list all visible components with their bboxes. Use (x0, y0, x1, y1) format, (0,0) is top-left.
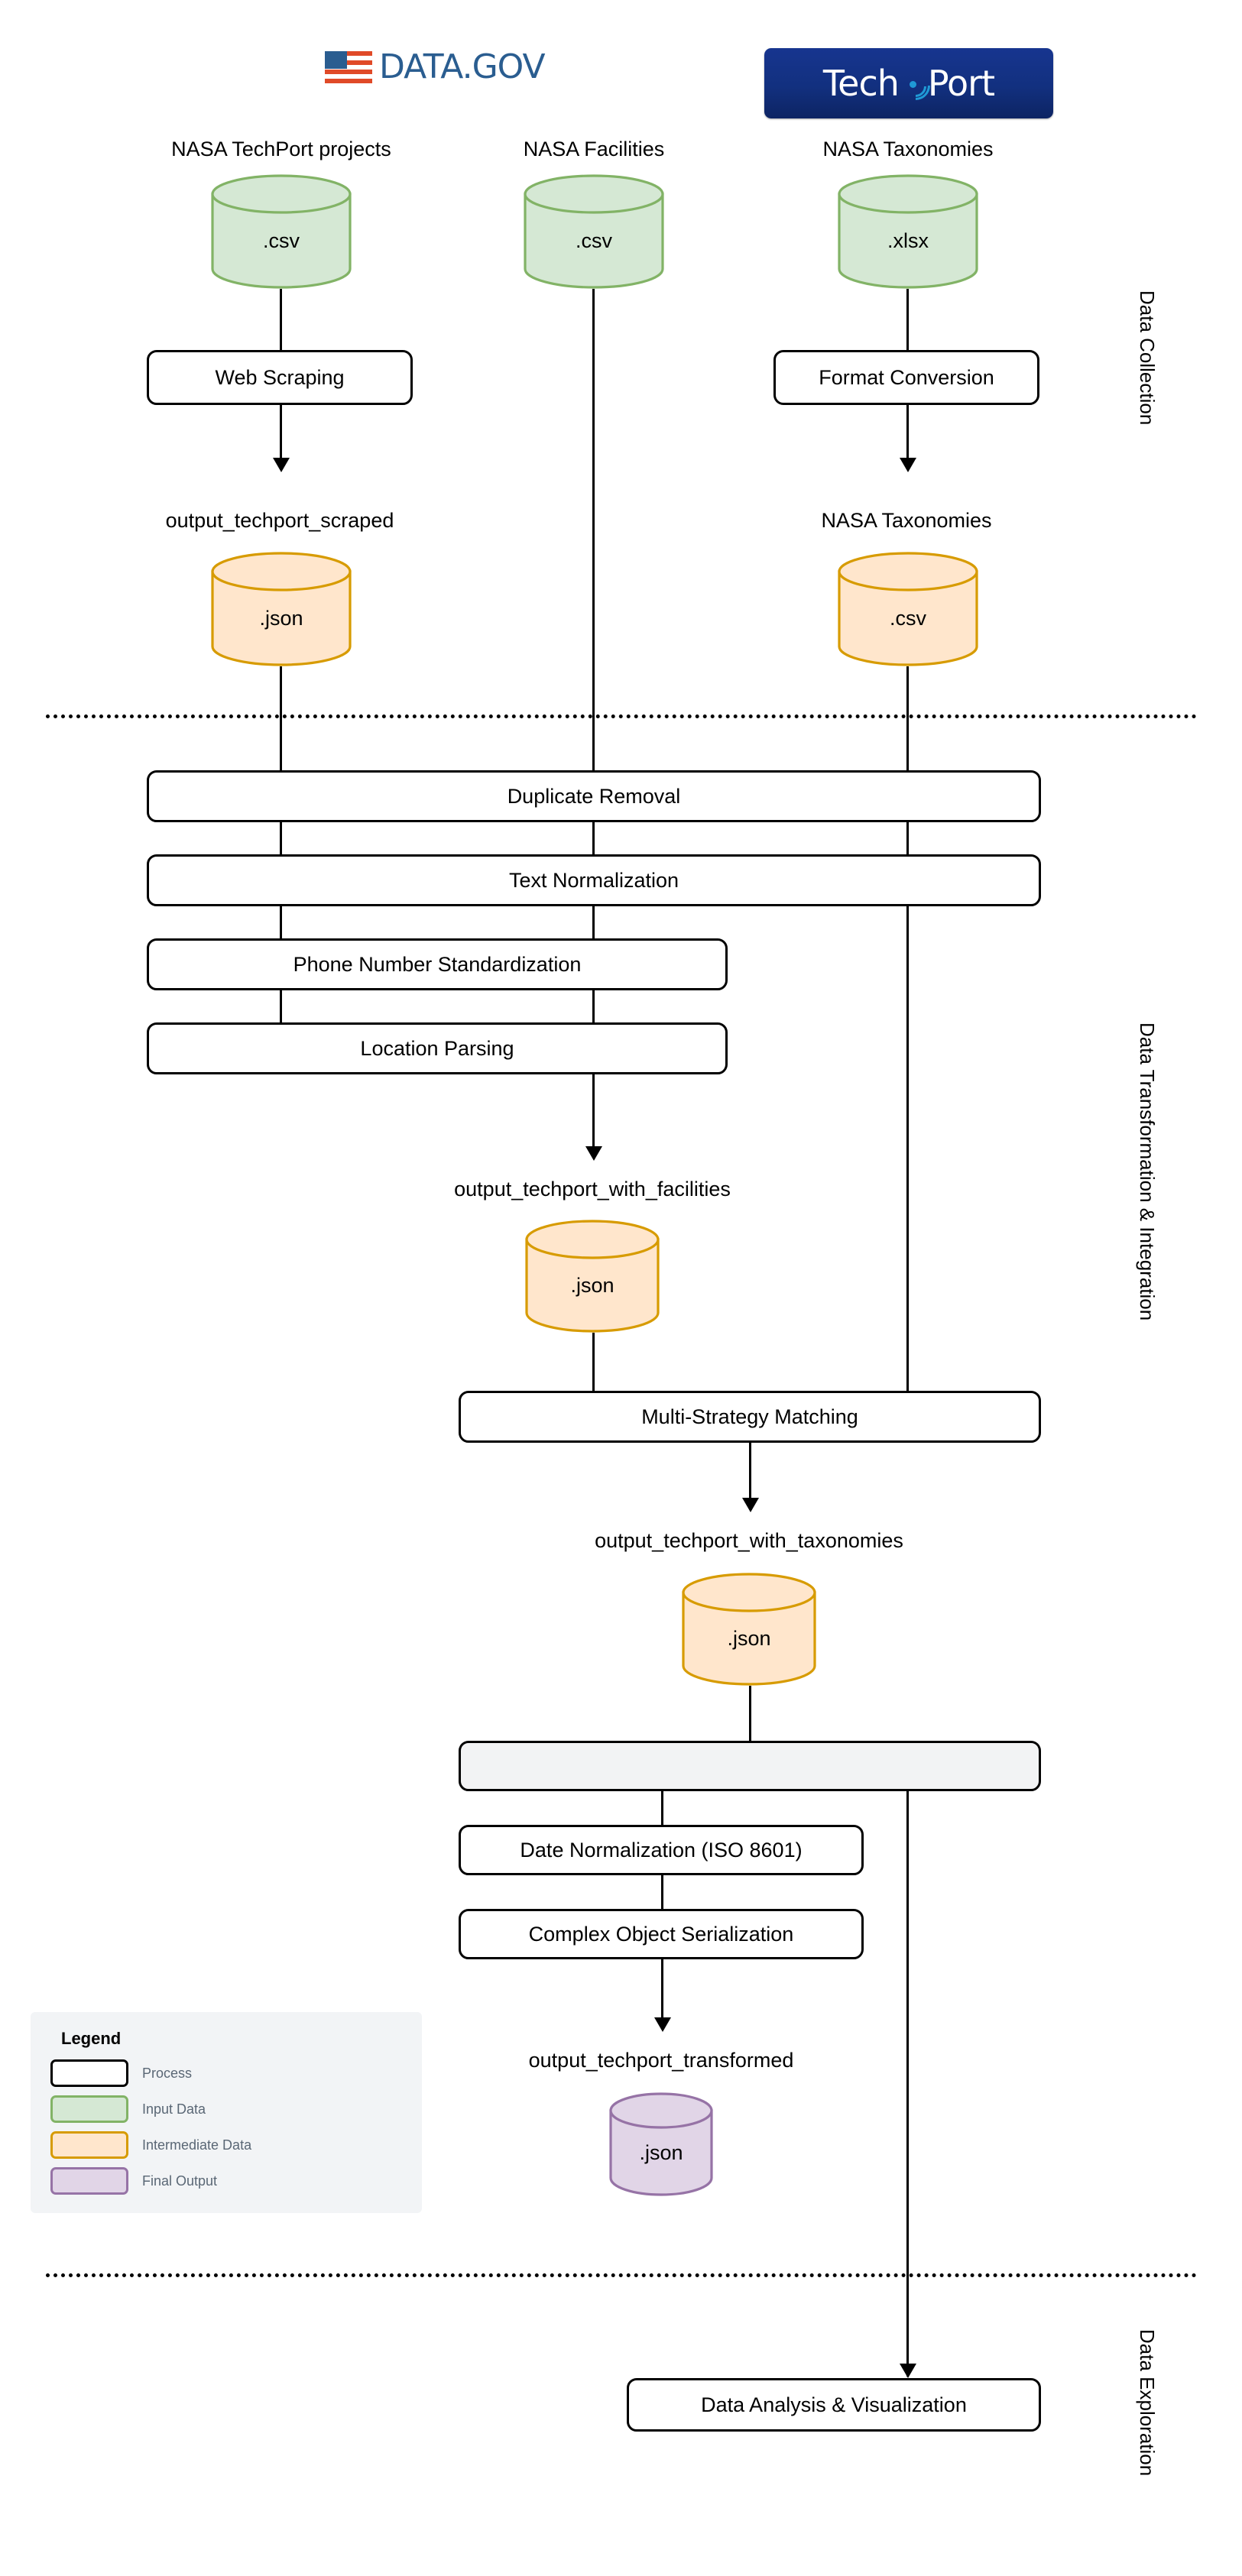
final-output-format: .json (639, 2141, 683, 2164)
arrowhead-locparsing (585, 1146, 602, 1161)
datagov-logo-text: DATA.GOV (379, 47, 546, 86)
techport-logo: Tech Port (764, 48, 1053, 118)
intermediate-cylinder-facilities: .json (523, 1220, 662, 1333)
connector-phone-loc-right (592, 990, 595, 1022)
legend-swatch-process (50, 2059, 128, 2087)
connector-input2-formatconv (906, 289, 909, 350)
collection-output-title-0: output_techport_scraped (165, 509, 394, 532)
input-format-2: .xlsx (887, 229, 929, 252)
legend-swatch-final-output (50, 2167, 128, 2195)
connector-text-phone-right (592, 906, 595, 938)
intermediate-title-facilities: output_techport_with_facilities (454, 1178, 731, 1201)
arrowhead-webscraping (273, 458, 290, 472)
legend-swatch-input-data (50, 2095, 128, 2123)
connector-input0-webscraping (280, 289, 282, 350)
connector-facilities-to-matching (592, 1333, 595, 1391)
connector-taxonomies-to-gray (749, 1686, 751, 1741)
intermediate-format-taxonomies-csv: .csv (889, 607, 926, 630)
techport-logo-text: Tech Port (822, 63, 995, 106)
techport-text-right: Port (927, 63, 995, 104)
input-cylinder-1: .csv (521, 174, 666, 289)
intermediate-cylinder-scraped: .json (209, 552, 354, 666)
arrowhead-complex (654, 2017, 671, 2032)
connector-taxonomies-long (906, 666, 909, 1391)
collection-output-title-1: NASA Taxonomies (821, 509, 992, 532)
process-text-normalization[interactable]: Text Normalization (147, 854, 1041, 906)
legend-item-input-data: Input Data (50, 2095, 402, 2123)
connector-gray-to-date (661, 1791, 663, 1825)
techport-text-left: Tech (822, 63, 900, 104)
source-title-1: NASA Facilities (523, 138, 665, 160)
legend: Legend Process Input Data Intermediate D… (31, 2012, 422, 2213)
phase-label-data-exploration: Data Exploration (1136, 2329, 1159, 2477)
connector-webscraping-out (280, 405, 282, 462)
legend-title: Legend (61, 2029, 122, 2048)
process-web-scraping[interactable]: Web Scraping (147, 350, 413, 405)
legend-label-input-data: Input Data (142, 2101, 206, 2117)
legend-swatch-intermediate-data (50, 2131, 128, 2159)
input-cylinder-2: .xlsx (835, 174, 981, 289)
datagov-logo: DATA.GOV (325, 47, 546, 86)
connector-dup-text-right (592, 822, 595, 854)
legend-item-process: Process (50, 2059, 402, 2087)
process-date-normalization[interactable]: Date Normalization (ISO 8601) (459, 1825, 864, 1875)
legend-item-final-output: Final Output (50, 2167, 402, 2195)
source-title-0: NASA TechPort projects (171, 138, 391, 160)
legend-label-final-output: Final Output (142, 2173, 218, 2189)
divider-collection-transformation (46, 714, 1197, 718)
process-duplicate-removal[interactable]: Duplicate Removal (147, 770, 1041, 822)
intermediate-cylinder-taxonomies-csv: .csv (835, 552, 981, 666)
phase-label-data-collection: Data Collection (1136, 290, 1159, 426)
legend-item-intermediate-data: Intermediate Data (50, 2131, 402, 2159)
source-title-2: NASA Taxonomies (822, 138, 994, 160)
process-data-analysis-visualization[interactable]: Data Analysis & Visualization (627, 2378, 1041, 2432)
process-serialization-empty[interactable] (459, 1741, 1041, 1791)
intermediate-format-taxonomies: .json (727, 1627, 771, 1650)
divider-transformation-exploration (46, 2273, 1197, 2277)
final-output-title: output_techport_transformed (528, 2049, 794, 2072)
intermediate-title-taxonomies: output_techport_with_taxonomies (595, 1529, 903, 1552)
connector-matching-out (749, 1443, 751, 1502)
us-flag-icon (325, 50, 372, 83)
process-complex-serialization[interactable]: Complex Object Serialization (459, 1909, 864, 1959)
connector-gray-to-analysis (906, 1791, 909, 2377)
process-format-conversion[interactable]: Format Conversion (773, 350, 1039, 405)
connector-date-to-complex (661, 1875, 663, 1909)
connector-scraped-to-duplicate (280, 666, 282, 772)
input-format-0: .csv (262, 229, 300, 252)
connector-facilities-long (592, 289, 595, 862)
final-output-cylinder: .json (608, 2092, 715, 2196)
intermediate-format-facilities: .json (570, 1274, 615, 1297)
arrowhead-matching (742, 1498, 759, 1512)
intermediate-cylinder-taxonomies: .json (679, 1573, 819, 1686)
arrowhead-analysis (900, 2364, 916, 2378)
connector-phone-loc-left (280, 990, 282, 1022)
process-phone-standardization[interactable]: Phone Number Standardization (147, 938, 728, 990)
connector-formatconv-out (906, 405, 909, 462)
legend-label-intermediate-data: Intermediate Data (142, 2137, 252, 2153)
arrowhead-formatconv (900, 458, 916, 472)
connector-text-phone-left (280, 906, 282, 938)
phase-label-data-transformation: Data Transformation & Integration (1136, 1022, 1159, 1321)
connector-complex-out (661, 1959, 663, 2022)
intermediate-format-scraped: .json (259, 607, 303, 630)
wifi-signal-icon (895, 65, 936, 106)
legend-label-process: Process (142, 2065, 193, 2081)
input-cylinder-0: .csv (209, 174, 354, 289)
connector-locparsing-out (592, 1074, 595, 1151)
process-multi-strategy-matching[interactable]: Multi-Strategy Matching (459, 1391, 1041, 1443)
process-location-parsing[interactable]: Location Parsing (147, 1022, 728, 1074)
input-format-1: .csv (575, 229, 612, 252)
connector-dup-text-left (280, 822, 282, 854)
